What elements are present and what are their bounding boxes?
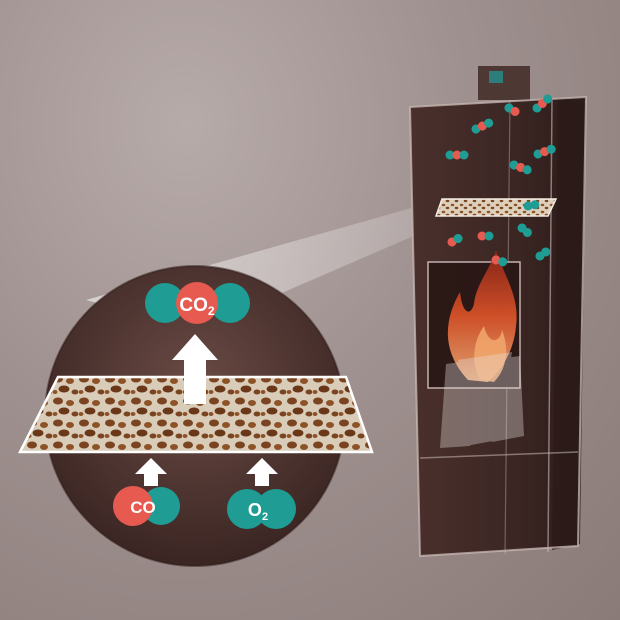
stove-icon xyxy=(408,66,588,558)
flame-icon xyxy=(447,250,517,382)
stove-edge-line xyxy=(547,99,553,553)
co2-molecule: CO2 xyxy=(145,282,250,324)
arrow-up-icon xyxy=(246,458,278,486)
co-label: CO xyxy=(130,498,156,517)
stove-side-panel xyxy=(552,98,586,550)
arrow-up-icon xyxy=(172,334,218,404)
stove-glass-panes xyxy=(440,352,524,448)
co2-label: CO2 xyxy=(179,295,215,318)
o2-label: O2 xyxy=(248,500,268,523)
o2-molecule: O2 xyxy=(227,489,296,529)
co-molecule: CO xyxy=(113,486,180,526)
catalyst-filter-large xyxy=(17,375,374,454)
chimney-outlet xyxy=(489,71,503,83)
arrow-up-icon xyxy=(135,458,167,486)
stove-outline xyxy=(408,95,588,558)
stove-chimney xyxy=(478,66,530,100)
stove-molecules xyxy=(445,94,556,267)
stove-base-line xyxy=(419,451,579,459)
